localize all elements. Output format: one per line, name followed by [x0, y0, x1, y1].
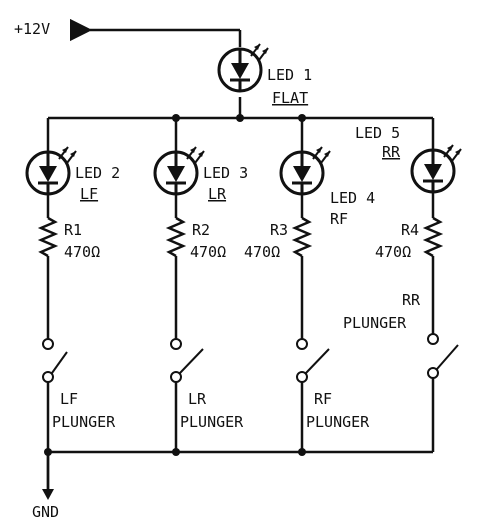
sw-rr-line1: RR [402, 291, 421, 309]
led4-name: LED 4 [330, 189, 375, 207]
sw-lr-line2: PLUNGER [180, 413, 244, 431]
r4-name: R4 [401, 221, 419, 239]
r3-resistor-icon [293, 216, 311, 258]
led5-icon [410, 143, 463, 194]
led5-function: RR [382, 143, 401, 161]
led3-icon [153, 145, 206, 196]
junction-dots [44, 114, 306, 456]
led3-function: LR [208, 185, 227, 203]
junction-dot [298, 114, 306, 122]
led3-name: LED 3 [203, 164, 248, 182]
junction-dot [44, 448, 52, 456]
r2-name: R2 [192, 221, 210, 239]
r2-value: 470Ω [190, 243, 226, 261]
lr-plunger-switch-icon [170, 338, 204, 383]
r3-name: R3 [270, 221, 288, 239]
led4-function: RF [330, 210, 348, 228]
rf-plunger-switch-icon [296, 338, 330, 383]
rr-plunger-switch-icon [427, 333, 459, 379]
led2-function: LF [80, 185, 98, 203]
led5-name: LED 5 [355, 124, 400, 142]
junction-dot [172, 114, 180, 122]
r1-name: R1 [64, 221, 82, 239]
junction-dot [172, 448, 180, 456]
led1-name: LED 1 [267, 66, 312, 84]
led1-function: FLAT [272, 89, 308, 107]
ground-label: GND [32, 503, 59, 521]
led1-icon [217, 42, 270, 93]
r4-resistor-icon [424, 216, 442, 258]
lf-plunger-switch-icon [42, 338, 68, 383]
sw-rf-line2: PLUNGER [306, 413, 370, 431]
junction-dot [298, 448, 306, 456]
sw-rf-line1: RF [314, 390, 332, 408]
sw-lr-line1: LR [188, 390, 207, 408]
led4-icon [279, 145, 332, 196]
supply-label: +12V [14, 20, 50, 38]
r2-resistor-icon [167, 216, 185, 258]
led2-icon [25, 145, 78, 196]
sw-lf-line1: LF [60, 390, 78, 408]
r4-value: 470Ω [375, 243, 411, 261]
ground-arrow-icon [42, 489, 54, 500]
wires [46, 18, 435, 492]
r1-value: 470Ω [64, 243, 100, 261]
r1-resistor-icon [39, 216, 57, 258]
sw-rr-line2: PLUNGER [343, 314, 407, 332]
junction-dot [236, 114, 244, 122]
sw-lf-line2: PLUNGER [52, 413, 116, 431]
led2-name: LED 2 [75, 164, 120, 182]
r3-value: 470Ω [244, 243, 280, 261]
